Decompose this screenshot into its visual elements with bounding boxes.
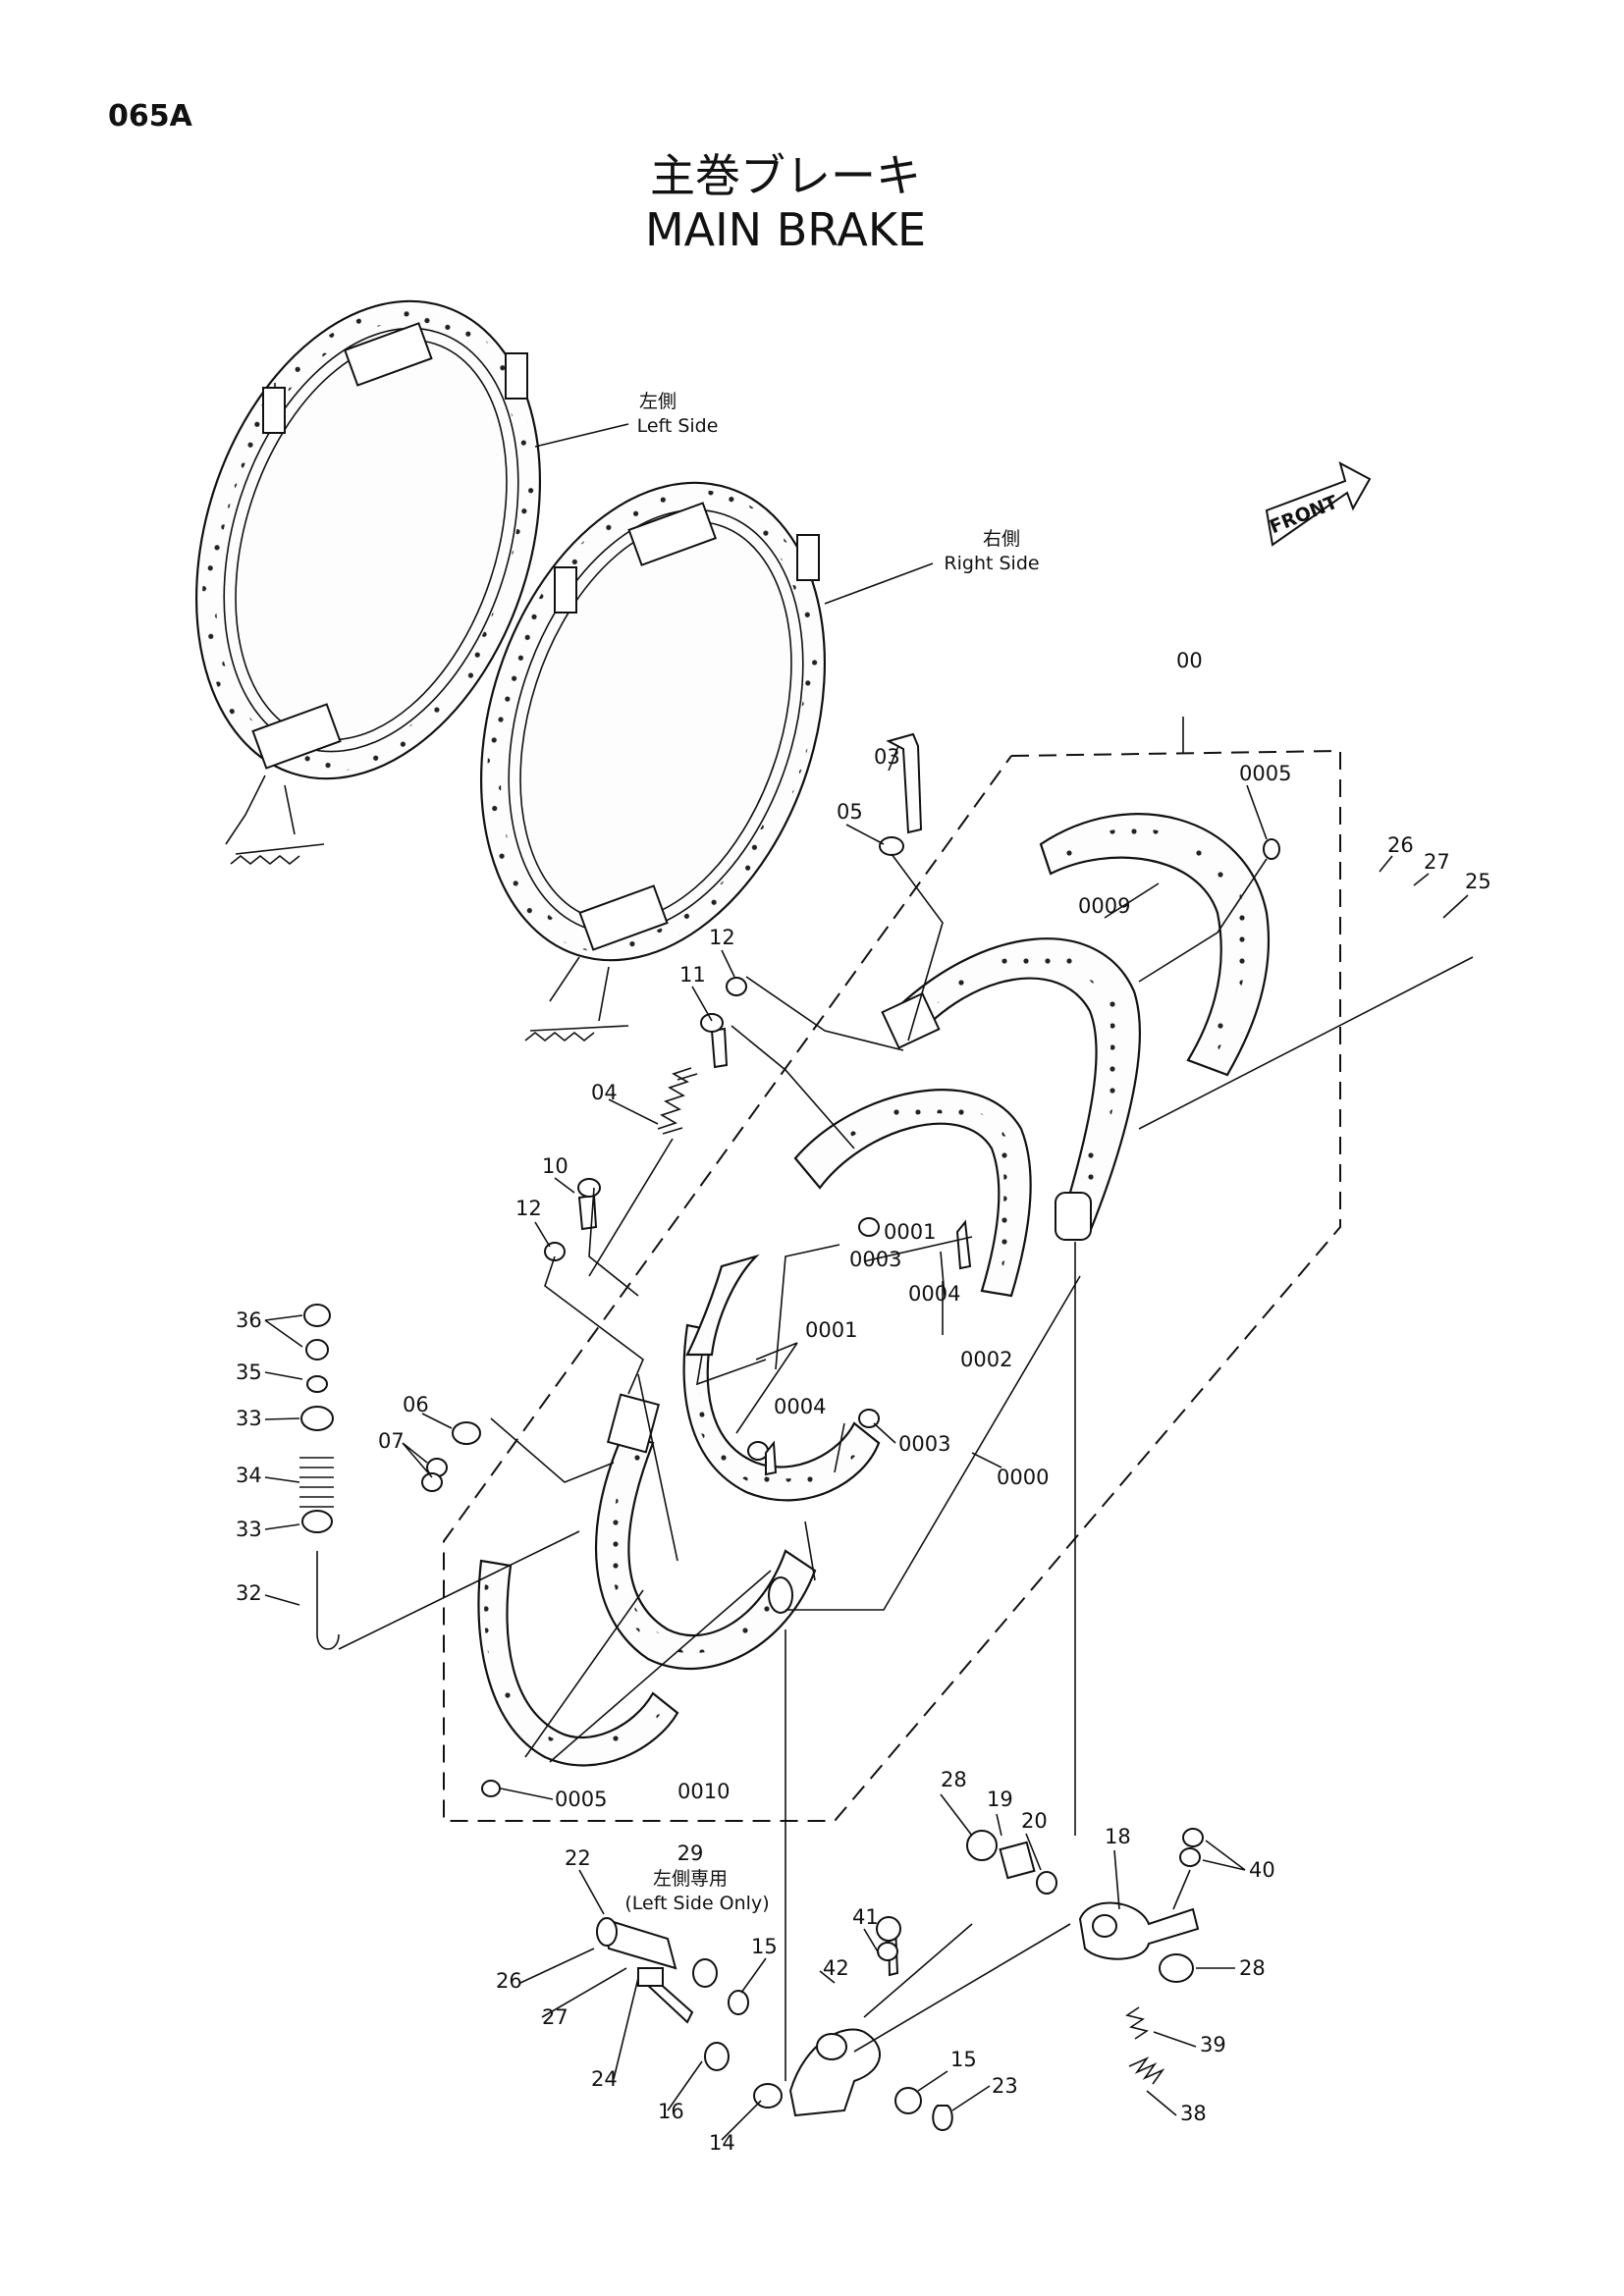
svg-text:左側: 左側 xyxy=(639,391,677,412)
svg-text:03: 03 xyxy=(874,745,900,769)
lever-18-assembly xyxy=(966,1828,1204,2085)
svg-text:26: 26 xyxy=(1387,833,1414,857)
svg-text:04: 04 xyxy=(591,1081,618,1104)
svg-text:20: 20 xyxy=(1021,1809,1048,1833)
svg-text:0005: 0005 xyxy=(555,1788,607,1811)
svg-text:14: 14 xyxy=(709,2131,735,2155)
lever-assembly xyxy=(596,1916,953,2132)
callout-ticks xyxy=(264,745,1469,2141)
upper-shoe-band-0009 xyxy=(1039,813,1280,1077)
leader-lines xyxy=(338,853,1474,2081)
svg-text:0004: 0004 xyxy=(774,1395,826,1418)
svg-text:00: 00 xyxy=(1176,649,1203,672)
lining-0001-lower xyxy=(682,1254,881,1502)
svg-text:26: 26 xyxy=(496,1969,522,1993)
svg-text:07: 07 xyxy=(378,1429,405,1453)
svg-text:06: 06 xyxy=(403,1393,429,1416)
left-side-only-note: 29 左側専用 (Left Side Only) xyxy=(624,1842,769,1914)
left-side-label: 左側 Left Side xyxy=(534,391,719,448)
spring-04 xyxy=(657,1067,698,1135)
svg-text:32: 32 xyxy=(236,1581,262,1605)
right-side-label: 右側 Right Side xyxy=(824,528,1040,605)
svg-text:0000: 0000 xyxy=(997,1466,1049,1489)
svg-text:28: 28 xyxy=(1239,1956,1266,1980)
svg-text:18: 18 xyxy=(1105,1825,1131,1848)
svg-text:38: 38 xyxy=(1180,2102,1207,2125)
svg-text:39: 39 xyxy=(1200,2033,1226,2056)
front-direction-tag: FRONT xyxy=(1265,461,1372,547)
svg-text:(Left Side Only): (Left Side Only) xyxy=(624,1893,769,1914)
svg-text:左側専用: 左側専用 xyxy=(653,1868,728,1890)
left-side-brake-assembly xyxy=(194,299,542,866)
svg-text:25: 25 xyxy=(1465,870,1491,893)
svg-text:41: 41 xyxy=(852,1905,879,1929)
svg-text:33: 33 xyxy=(236,1407,262,1430)
svg-text:36: 36 xyxy=(236,1308,262,1332)
page-code: 065A xyxy=(108,99,193,133)
svg-text:0003: 0003 xyxy=(898,1432,950,1456)
svg-text:29: 29 xyxy=(677,1842,704,1865)
svg-text:10: 10 xyxy=(542,1154,568,1178)
svg-text:22: 22 xyxy=(565,1846,591,1870)
svg-text:11: 11 xyxy=(679,963,706,987)
svg-text:右側: 右側 xyxy=(983,528,1020,550)
svg-text:24: 24 xyxy=(591,2067,618,2091)
title-english: MAIN BRAKE xyxy=(645,203,926,256)
main-upper-band xyxy=(881,937,1141,1241)
svg-text:15: 15 xyxy=(751,1935,778,1958)
svg-text:0005: 0005 xyxy=(1239,762,1291,785)
svg-text:0002: 0002 xyxy=(960,1348,1012,1371)
svg-text:05: 05 xyxy=(837,800,863,824)
svg-text:0004: 0004 xyxy=(908,1282,960,1306)
spring-stack-32-36 xyxy=(299,1304,340,1650)
exploded-group-frame xyxy=(443,717,1341,1822)
svg-text:27: 27 xyxy=(1424,850,1450,874)
svg-text:12: 12 xyxy=(515,1197,542,1220)
hardware-bolts xyxy=(421,732,972,1492)
svg-text:15: 15 xyxy=(950,2048,977,2071)
svg-text:33: 33 xyxy=(236,1518,262,1541)
svg-text:23: 23 xyxy=(992,2074,1018,2098)
svg-text:34: 34 xyxy=(236,1464,262,1487)
svg-text:0010: 0010 xyxy=(677,1780,730,1803)
svg-text:Left Side: Left Side xyxy=(637,415,719,437)
title-japanese: 主巻ブレーキ xyxy=(650,149,921,202)
right-side-brake-assembly xyxy=(479,481,827,1042)
svg-text:0001: 0001 xyxy=(805,1318,857,1342)
lower-shoe-band-0010 xyxy=(477,1559,679,1797)
svg-text:19: 19 xyxy=(987,1788,1013,1811)
svg-text:Right Side: Right Side xyxy=(944,553,1039,574)
svg-text:16: 16 xyxy=(658,2100,684,2123)
callout-numbers: 00 03 05 0005 26 27 25 0009 12 11 04 10 … xyxy=(236,649,1491,2155)
lining-0001-0002-upper xyxy=(793,1089,1032,1298)
svg-text:12: 12 xyxy=(709,926,735,949)
svg-text:40: 40 xyxy=(1249,1858,1275,1882)
svg-text:28: 28 xyxy=(941,1768,967,1791)
svg-text:35: 35 xyxy=(236,1361,262,1384)
svg-text:0001: 0001 xyxy=(884,1220,936,1244)
